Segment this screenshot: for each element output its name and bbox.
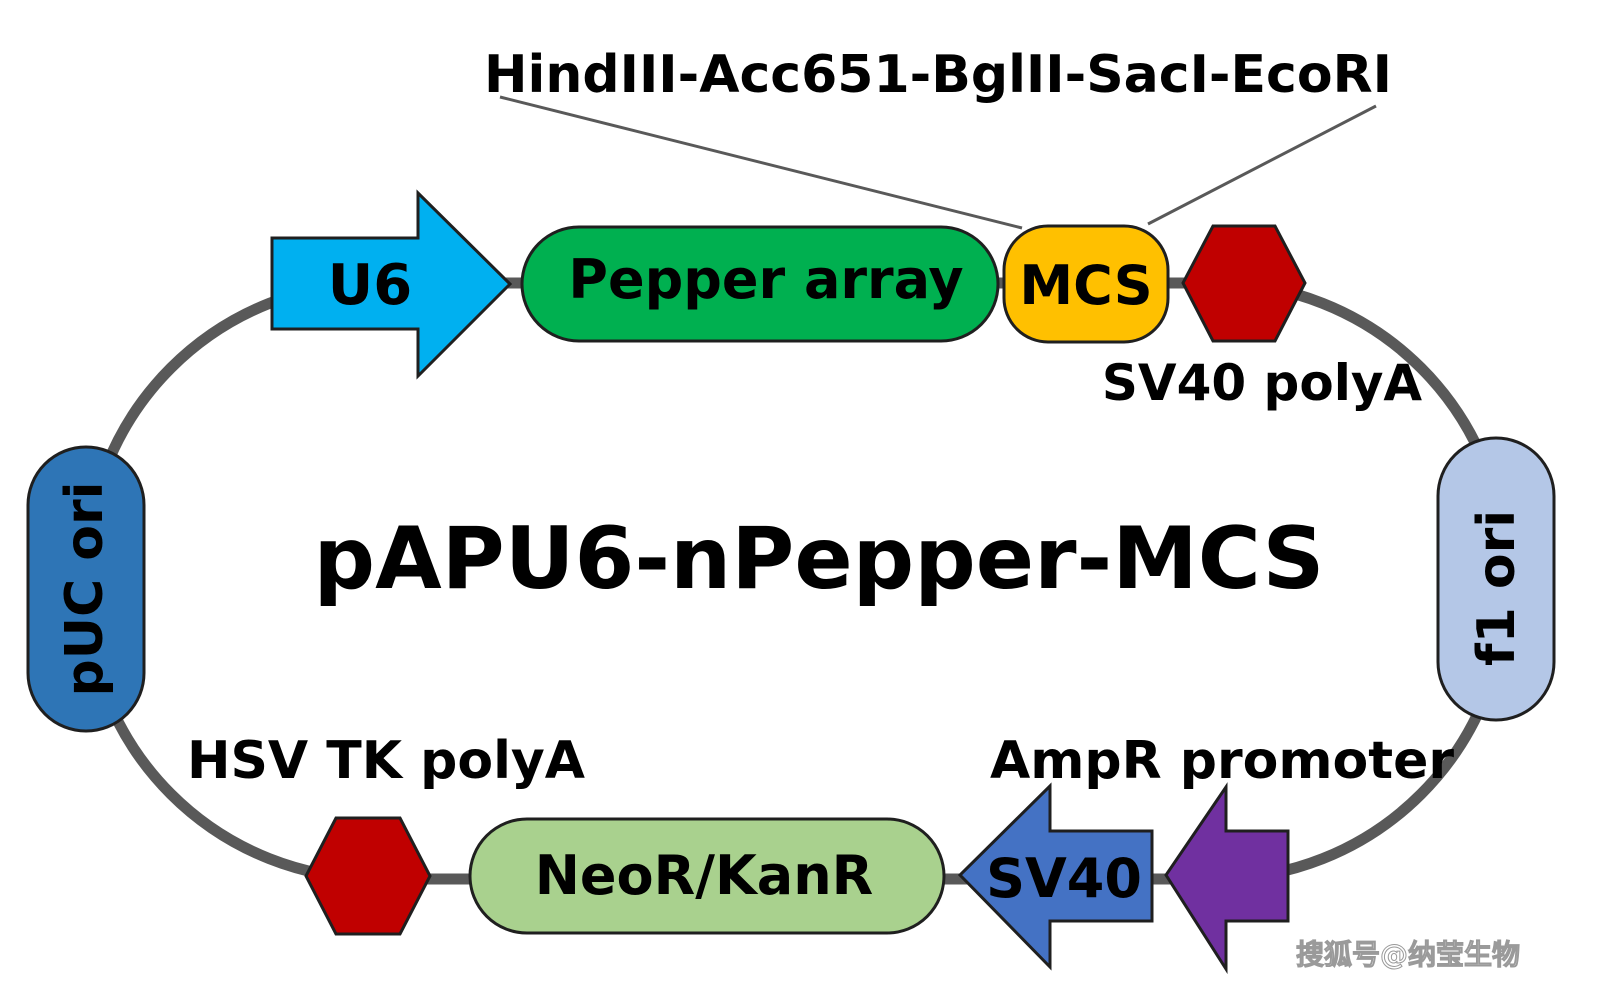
f1-ori-element <box>1436 436 1556 722</box>
sv40-polya-hexagon <box>1181 224 1307 343</box>
hsv-tk-polya-label: HSV TK polyA <box>187 731 585 791</box>
puc-ori-element <box>26 445 146 733</box>
ampr-promoter-label: AmpR promoter <box>990 731 1454 791</box>
mcs-element <box>1002 224 1170 344</box>
sv40-label: SV40 <box>986 847 1142 910</box>
u6-promoter-arrow <box>270 189 513 380</box>
watermark-text: 搜狐号@纳莹生物 <box>1296 938 1520 971</box>
u6-label: U6 <box>328 253 412 318</box>
hsv-tk-polya-hexagon <box>304 816 432 936</box>
mcs-label: MCS <box>1019 254 1152 317</box>
neor-kanr-label: NeoR/KanR <box>535 844 874 907</box>
neor-kanr-element <box>468 817 946 935</box>
pepper-array-label: Pepper array <box>568 248 963 311</box>
mcs-callout-line-right <box>1147 104 1377 226</box>
sv40-polya-label: SV40 polyA <box>1102 354 1423 412</box>
sv40-promoter-arrow <box>957 782 1154 971</box>
mcs-sites-label: HindIII-Acc651-BglII-SacI-EcoRI <box>484 45 1392 105</box>
puc-ori-label: pUC ori <box>55 482 115 697</box>
plasmid-title: pAPU6-nPepper-MCS <box>314 509 1325 609</box>
f1-ori-label: f1 ori <box>1467 510 1527 666</box>
ampr-promoter-arrow <box>1164 782 1290 975</box>
pepper-array-element <box>520 225 1000 343</box>
mcs-callout-line-left <box>499 95 1023 230</box>
